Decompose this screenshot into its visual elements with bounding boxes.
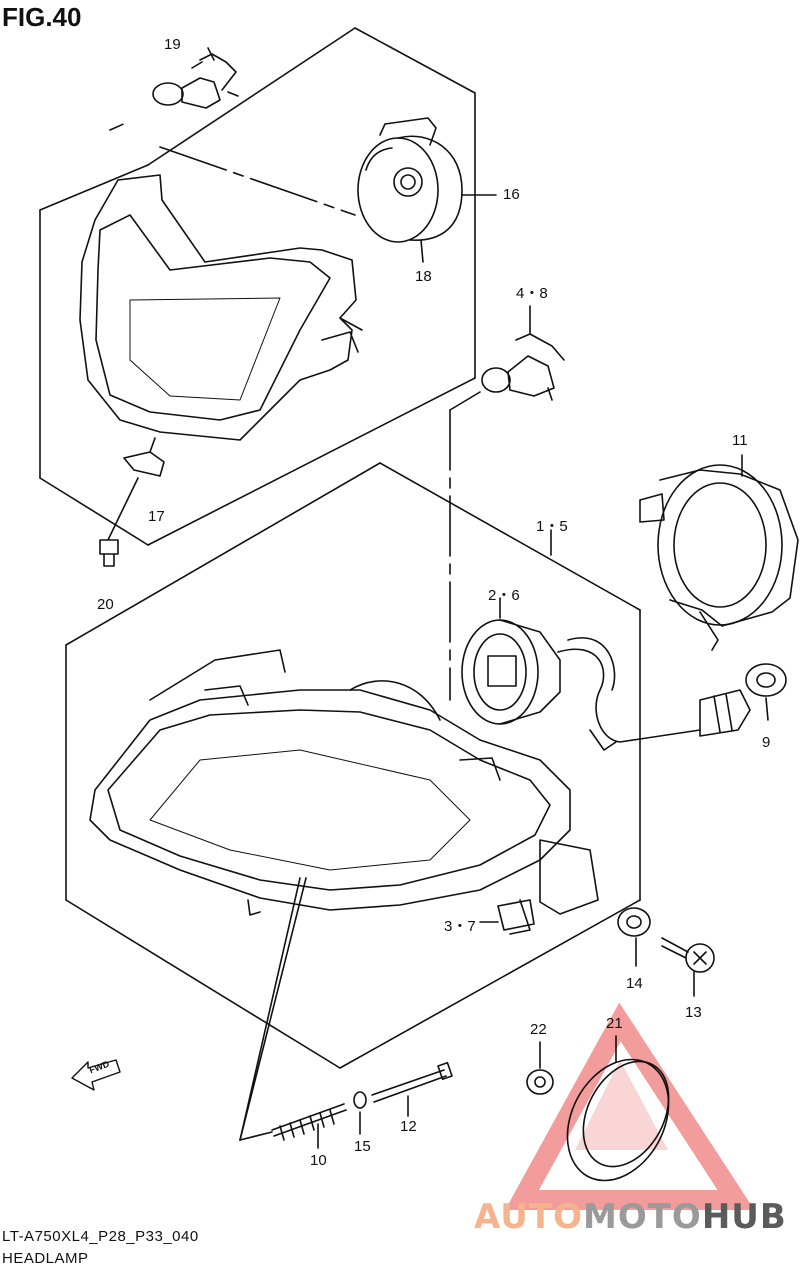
grommet-9 [745, 663, 787, 721]
reflector-21 [566, 1035, 670, 1182]
figure-title: FIG.40 [2, 2, 82, 32]
nut-22 [526, 1041, 554, 1095]
figure-caption: HEADLAMP [2, 1250, 89, 1267]
callout-13: 13 [685, 1004, 702, 1021]
callout-1-5: 1・5 [536, 518, 568, 535]
callout-4-8: 4・8 [516, 285, 548, 302]
callout-17: 17 [148, 508, 165, 525]
callout-22: 22 [530, 1021, 547, 1038]
callout-20: 20 [97, 596, 114, 613]
callout-12: 12 [400, 1118, 417, 1135]
callout-10: 10 [310, 1152, 327, 1169]
bolt-20 [99, 539, 119, 567]
washer-15 [353, 1091, 367, 1135]
watermark-auto: AUTO [474, 1197, 583, 1237]
connector-9-side [699, 689, 751, 737]
callout-19: 19 [164, 36, 181, 53]
watermark-moto: MOTO [582, 1197, 702, 1237]
bolt-12 [371, 1061, 453, 1117]
bracket-3-7 [479, 899, 535, 931]
watermark-hub: HUB [701, 1197, 787, 1237]
clip-17 [107, 437, 165, 541]
callout-3-7: 3・7 [444, 918, 476, 935]
lower-assembly-frame [65, 391, 641, 1069]
callout-2-6: 2・6 [488, 587, 520, 604]
figure-code: LT-A750XL4_P28_P33_040 [2, 1228, 199, 1245]
upper-lamp-housing [79, 174, 363, 441]
upper-assembly-frame [39, 27, 476, 546]
callout-11: 11 [732, 432, 748, 449]
spring-10 [271, 1103, 347, 1149]
lamp-cover-16 [357, 117, 497, 263]
bulb-4-8 [481, 305, 565, 401]
callout-16: 16 [503, 186, 520, 203]
fwd-arrow-icon [71, 1059, 121, 1091]
screw-13 [661, 937, 715, 997]
callout-15: 15 [354, 1138, 371, 1155]
callout-21: 21 [606, 1015, 623, 1032]
socket-2-6 [461, 597, 701, 751]
watermark-logo: AUTOMOTOHUB [474, 1197, 787, 1237]
main-headlamp [89, 649, 599, 935]
callout-14: 14 [626, 975, 643, 992]
bulb-19 [152, 47, 239, 109]
callout-18: 18 [415, 268, 432, 285]
leader-lines [239, 877, 307, 1141]
callout-9: 9 [762, 734, 771, 751]
grommet-14 [617, 907, 651, 967]
adapter-11 [639, 454, 799, 651]
